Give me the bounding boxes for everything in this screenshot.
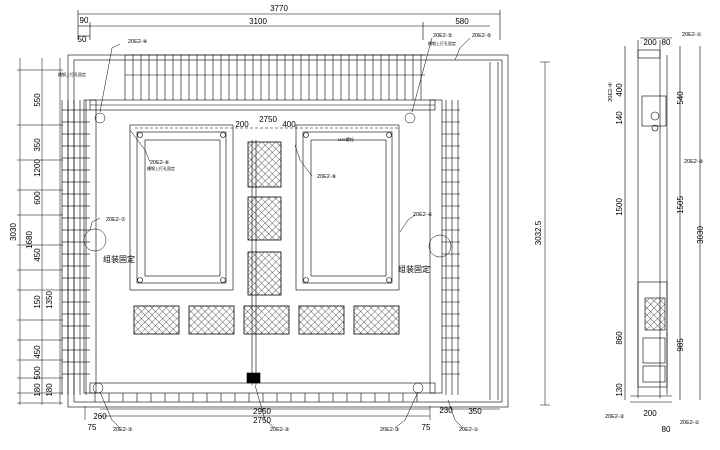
callout-top-mid: 20E2-⑤ — [433, 32, 453, 39]
side-dim-985: 985 — [676, 338, 685, 352]
side-dim-200-top: 200 — [643, 38, 657, 47]
side-dim-80-top: 80 — [662, 38, 671, 47]
callout-left-window: 20E2-⑥ — [150, 159, 170, 166]
callout-top-left: 20E2-④ — [128, 38, 148, 45]
mesh-panel-center-3 — [247, 251, 282, 296]
left-rail — [83, 99, 97, 394]
dim-bottom-230: 230 — [439, 406, 453, 415]
dim-top-right: 580 — [455, 17, 469, 26]
side-top-bracket — [641, 95, 667, 127]
dim-bottom-260: 260 — [93, 412, 107, 421]
dim-left-1: 550 — [33, 93, 42, 107]
callout-bottom-left: 20E2-③ — [113, 426, 133, 433]
note-drill-top-left: 槽钢上打孔固定 — [58, 71, 86, 77]
dim-left-9: 500 — [33, 366, 42, 380]
dim-top-offset: 50 — [78, 35, 87, 44]
dim-bottom-2950: 2950 — [253, 407, 271, 416]
right-side-brackets — [442, 62, 499, 400]
dim-left-5: 1680 — [25, 231, 34, 249]
dim-left-8: 450 — [33, 345, 42, 359]
callout-right-window: 20E2-⑥ — [317, 173, 337, 180]
side-view — [624, 37, 701, 403]
dim-left-11: 180 — [45, 383, 54, 397]
mesh-panel-center-1 — [247, 141, 282, 188]
dim-left-4: 600 — [33, 191, 42, 205]
bottom-cleats — [94, 393, 418, 402]
right-rail — [429, 99, 443, 394]
dim-bottom-75-left: 75 — [88, 423, 97, 432]
callout-right-side: 20E2-④ — [413, 211, 433, 218]
mesh-panel-low-2 — [188, 305, 235, 335]
dim-left-7: 1350 — [45, 291, 54, 309]
callout-bottom-center: 20E2-② — [270, 426, 290, 433]
dim-bottom-350: 350 — [468, 407, 482, 416]
callout-left-side: 20E2-⑦ — [106, 216, 126, 223]
side-dim-140: 140 — [615, 111, 624, 125]
left-window-frame — [129, 124, 234, 291]
dim-left-10: 180 — [33, 383, 42, 397]
label-assembly-left: 组装固定 — [103, 254, 135, 264]
callout-leaders — [83, 37, 471, 429]
side-callout-bottom-left: 20E2-② — [605, 413, 625, 420]
dim-top-left: 90 — [80, 16, 89, 25]
bottom-base-block — [246, 372, 261, 384]
note-bolt: M20螺栓 — [338, 136, 354, 142]
callout-bottom-right: 20E2-③ — [380, 426, 400, 433]
bottom-dimensions — [84, 406, 500, 420]
side-dim-130: 130 — [615, 383, 624, 397]
side-dim-3030: 3030 — [696, 226, 705, 244]
side-dim-1505: 1505 — [676, 196, 685, 214]
mesh-panel-low-3 — [243, 305, 290, 335]
bottom-rail — [89, 382, 436, 394]
mesh-panel-low-4 — [298, 305, 345, 335]
mesh-panel-low-5 — [353, 305, 400, 335]
top-guardrail — [124, 55, 425, 100]
right-dimensions — [540, 61, 550, 406]
note-drill-window: 槽钢上打孔固定 — [147, 165, 175, 171]
callout-bottom-far-right: 20E2-① — [459, 426, 479, 433]
left-dim-labels: 550 350 1200 600 1680 450 1350 450 500 1… — [9, 93, 54, 397]
dim-inner-200: 200 — [235, 120, 249, 129]
dim-inner-span: 2750 — [259, 115, 277, 124]
side-dim-400: 400 — [615, 83, 624, 97]
side-dim-860: 860 — [615, 331, 624, 345]
side-view-labels: 200 80 400 540 140 1500 3030 1505 860 98… — [605, 31, 705, 434]
dim-top-overall: 3770 — [270, 4, 288, 13]
note-drill-top-right: 槽钢上打孔固定 — [428, 40, 456, 46]
main-elevation-view — [61, 10, 509, 408]
mesh-panel-low-1 — [133, 305, 180, 335]
side-dim-80-bottom: 80 — [662, 425, 671, 434]
side-callout-upper-left: 20E2-④ — [607, 82, 614, 102]
dim-left-6: 450 — [33, 248, 42, 262]
top-dimensions — [77, 10, 501, 40]
right-window-frame — [295, 124, 400, 291]
dim-left-total: 3030 — [9, 223, 18, 241]
side-dim-1500: 1500 — [615, 198, 624, 216]
dim-inner-400: 400 — [282, 120, 296, 129]
label-assembly-right: 组装固定 — [398, 264, 430, 274]
side-dim-200-bottom: 200 — [643, 409, 657, 418]
side-mesh-block — [644, 297, 666, 331]
mesh-panels — [133, 141, 400, 335]
side-dim-540: 540 — [676, 91, 685, 105]
dim-left-3: 1200 — [33, 159, 42, 177]
dim-left-12: 150 — [33, 295, 42, 309]
dim-right-total: 3032.5 — [534, 220, 543, 245]
left-side-brackets — [61, 100, 90, 395]
callout-top-right: 20E2-⑤ — [472, 32, 492, 39]
side-callout-bottom-right: 20E2-① — [680, 419, 700, 426]
side-callout-mid: 20E2-② — [684, 158, 704, 165]
callout-labels: 20E2-④ 20E2-⑤ 20E2-⑤ 20E2-⑥ 20E2-⑦ 20E2-… — [106, 32, 492, 433]
dim-bottom-2750: 2750 — [253, 416, 271, 425]
left-dimensions — [17, 58, 63, 405]
dim-bottom-75-right: 75 — [422, 423, 431, 432]
mesh-panel-center-2 — [247, 196, 282, 241]
dim-top-span: 3100 — [249, 17, 267, 26]
side-callout-top: 20E2-① — [682, 31, 702, 38]
dim-left-2: 350 — [33, 138, 42, 152]
